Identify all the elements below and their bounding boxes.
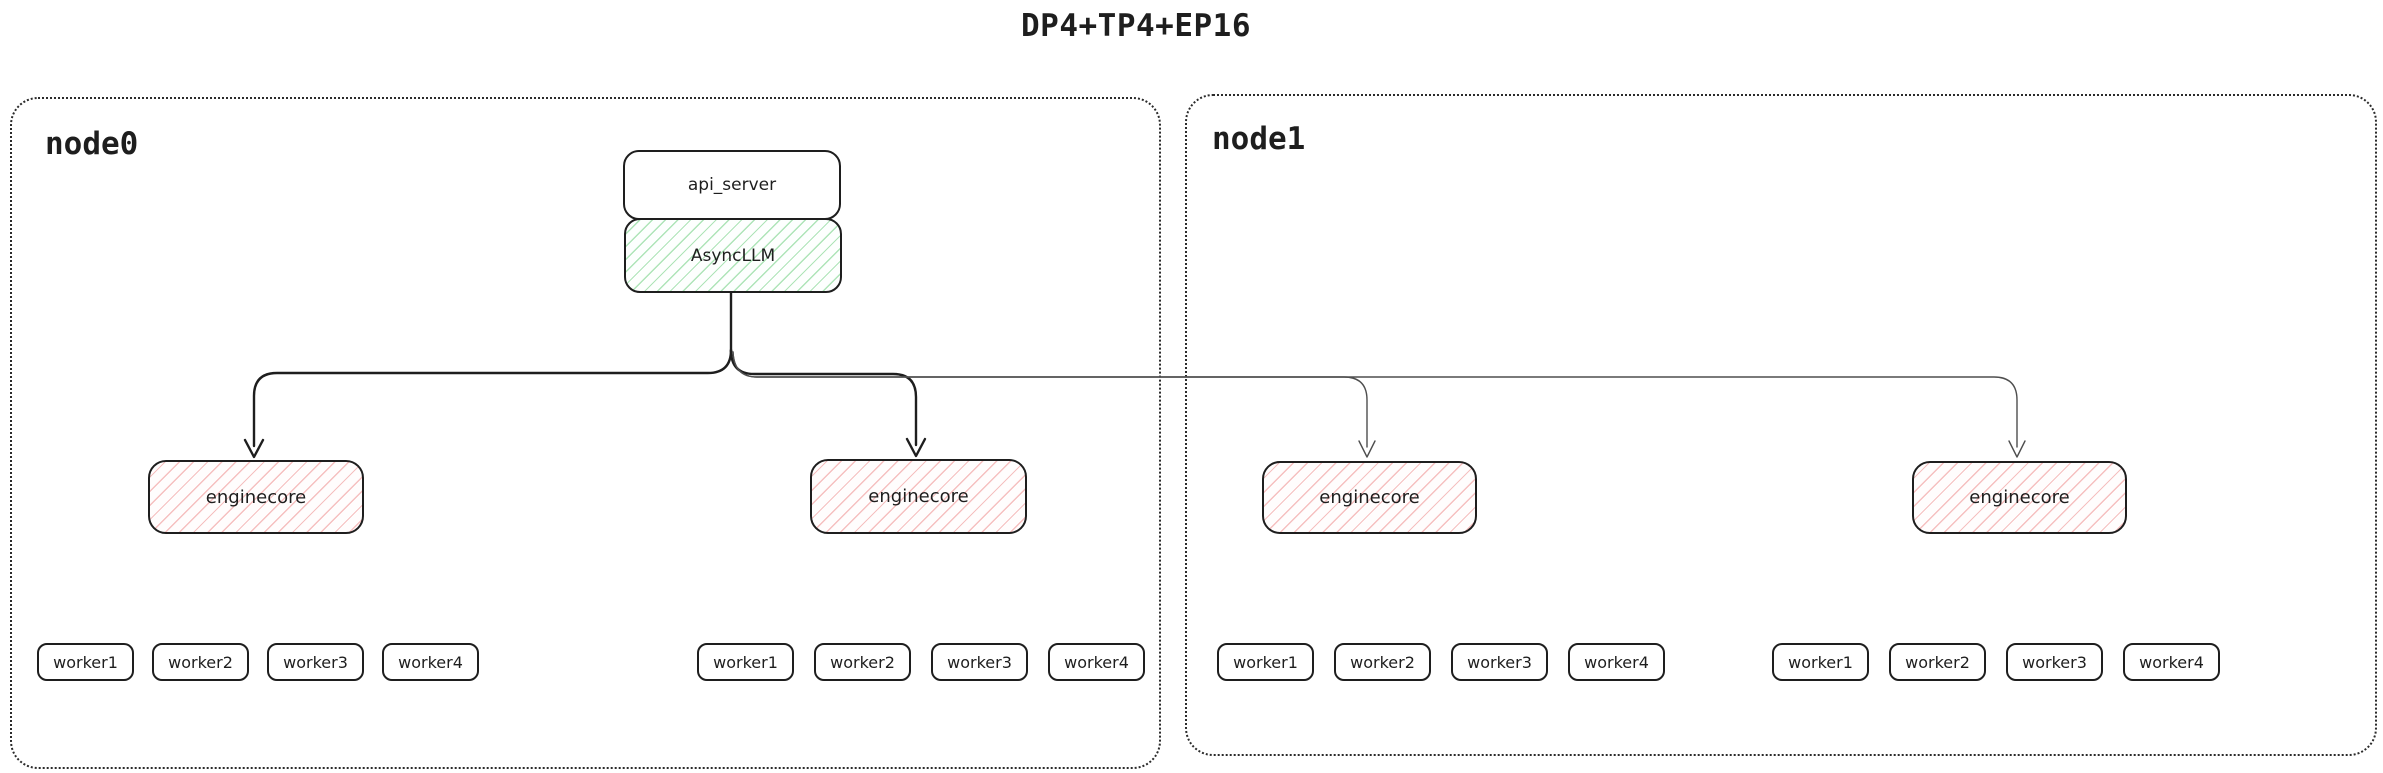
worker-box: worker3	[1451, 643, 1548, 681]
worker-box: worker1	[1217, 643, 1314, 681]
worker-box: worker4	[382, 643, 479, 681]
worker-group-1: worker1 worker2 worker3 worker4	[37, 643, 479, 681]
enginecore-box-1: enginecore	[148, 460, 364, 534]
worker-box: worker3	[931, 643, 1028, 681]
asyncllm-box: AsyncLLM	[624, 218, 842, 293]
worker-box: worker2	[1889, 643, 1986, 681]
enginecore-box-2: enginecore	[810, 459, 1027, 534]
worker-box: worker3	[2006, 643, 2103, 681]
worker-box: worker2	[814, 643, 911, 681]
worker-box: worker4	[1568, 643, 1665, 681]
enginecore-box-4: enginecore	[1912, 461, 2127, 534]
worker-box: worker2	[152, 643, 249, 681]
worker-group-3: worker1 worker2 worker3 worker4	[1217, 643, 1665, 681]
worker-box: worker1	[1772, 643, 1869, 681]
api-server-box: api_server	[623, 150, 841, 220]
enginecore-box-3: enginecore	[1262, 461, 1477, 534]
worker-box: worker3	[267, 643, 364, 681]
diagram-title: DP4+TP4+EP16	[1021, 8, 1251, 44]
worker-box: worker2	[1334, 643, 1431, 681]
worker-box: worker1	[37, 643, 134, 681]
worker-group-2: worker1 worker2 worker3 worker4	[697, 643, 1145, 681]
node1-label: node1	[1212, 121, 1306, 157]
worker-group-4: worker1 worker2 worker3 worker4	[1772, 643, 2220, 681]
worker-box: worker1	[697, 643, 794, 681]
worker-box: worker4	[1048, 643, 1145, 681]
worker-box: worker4	[2123, 643, 2220, 681]
node0-label: node0	[45, 126, 139, 162]
